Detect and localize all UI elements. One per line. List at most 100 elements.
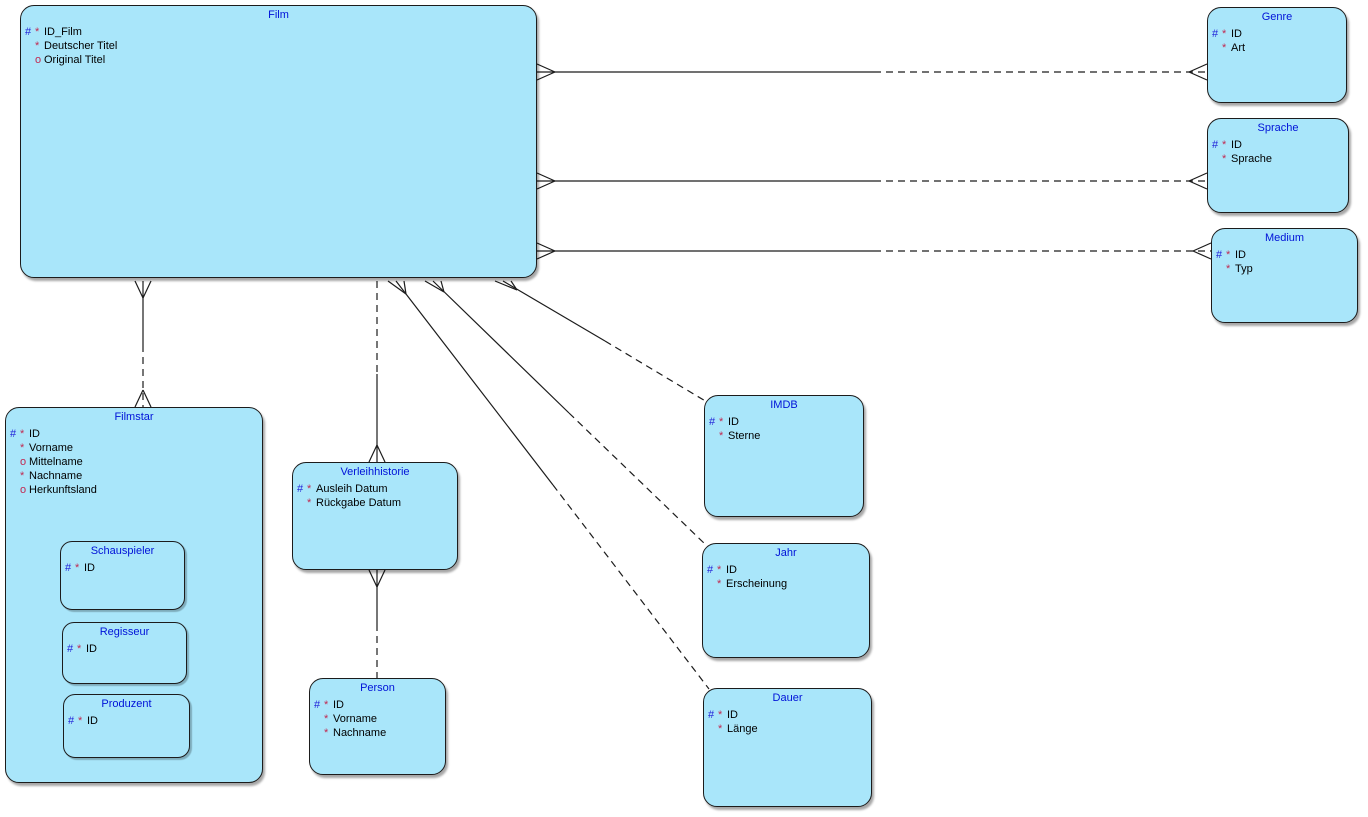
attribute-list: #*ID*Art xyxy=(1208,24,1346,55)
connector-film-sprache[interactable] xyxy=(536,172,1208,190)
attribute-row: * Erscheinung xyxy=(707,577,867,591)
connector-verleihhistorie-person[interactable] xyxy=(368,569,386,678)
attribute-row: #*ID xyxy=(67,642,184,656)
required-marker: * xyxy=(20,442,25,454)
crows-foot-prong xyxy=(368,569,378,588)
crows-foot-prong xyxy=(142,280,152,299)
entity-title: Jahr xyxy=(775,547,797,559)
entity-sprache[interactable]: Sprache#*ID*Sprache xyxy=(1207,118,1349,213)
crows-foot-prong xyxy=(1188,180,1208,190)
connector-film-dauer[interactable] xyxy=(387,280,710,690)
crows-foot-prong xyxy=(142,389,152,408)
pk-marker xyxy=(297,496,307,510)
attribute-row: *Sprache xyxy=(1212,152,1346,166)
crows-foot-prong xyxy=(134,280,144,299)
crows-foot-prong xyxy=(1192,242,1212,252)
entity-genre[interactable]: Genre#*ID*Art xyxy=(1207,7,1347,103)
attribute-row: *Länge xyxy=(708,722,869,736)
attribute-name: Nachname xyxy=(333,727,387,739)
attribute-list: #*ID xyxy=(64,711,189,728)
crows-foot-prong xyxy=(424,280,445,293)
attribute-row: *Typ xyxy=(1216,262,1355,276)
connector-film-genre[interactable] xyxy=(536,63,1208,81)
crows-foot-prong xyxy=(536,242,556,252)
crows-foot-prong xyxy=(403,280,407,295)
crows-foot-prong xyxy=(510,280,518,291)
attribute-row: * Nachname xyxy=(314,726,443,740)
attribute-list: #*ID*Sprache xyxy=(1208,135,1348,166)
attribute-row: #*ID xyxy=(314,698,443,712)
connector-film-filmstar[interactable] xyxy=(134,280,152,408)
attribute-name: Erscheinung xyxy=(726,578,788,590)
crows-foot-prong xyxy=(494,280,518,291)
required-marker: * xyxy=(324,727,329,739)
entity-title: Schauspieler xyxy=(90,545,155,557)
connector-film-imdb[interactable] xyxy=(494,280,708,403)
required-marker: * xyxy=(324,699,329,711)
pk-marker xyxy=(10,441,20,455)
entity-verleihhistorie[interactable]: Verleihhistorie#*Ausleih Datum*Rückgabe … xyxy=(292,462,458,570)
required-marker: * xyxy=(78,715,83,727)
attribute-row: #*ID xyxy=(10,427,260,441)
entity-regisseur[interactable]: Regisseur#*ID xyxy=(62,622,187,684)
pk-marker xyxy=(25,39,35,53)
attribute-list: #* Ausleih Datum*Rückgabe Datum xyxy=(293,479,457,510)
pk-marker xyxy=(1212,152,1222,166)
entity-person[interactable]: Person#*ID*Vorname*Nachname xyxy=(309,678,446,775)
entity-schauspieler[interactable]: Schauspieler#*ID xyxy=(60,541,185,610)
pk-marker: # xyxy=(708,709,715,721)
attribute-row: *Rückgabe Datum xyxy=(297,496,455,510)
attribute-name: ID xyxy=(726,564,737,576)
required-marker: * xyxy=(20,470,25,482)
attribute-name: Mittelname xyxy=(29,456,83,468)
required-marker: * xyxy=(307,497,312,509)
attribute-list: #*ID xyxy=(61,558,184,575)
entity-dauer[interactable]: Dauer#*ID*Länge xyxy=(703,688,872,807)
connector-film-jahr[interactable] xyxy=(424,280,707,546)
entity-medium[interactable]: Medium#*ID*Typ xyxy=(1211,228,1358,323)
pk-marker xyxy=(1212,41,1222,55)
pk-marker: # xyxy=(297,483,304,495)
pk-marker xyxy=(314,726,324,740)
pk-marker xyxy=(708,722,718,736)
attribute-name: Vorname xyxy=(29,442,74,454)
attribute-list: #* ID*Länge xyxy=(704,705,871,736)
entity-jahr[interactable]: Jahr #* ID* Erscheinung xyxy=(702,543,870,658)
required-marker: * xyxy=(719,430,724,442)
crows-foot-prong xyxy=(1188,63,1208,73)
entity-title: Medium xyxy=(1264,232,1305,244)
attribute-name: ID xyxy=(727,709,738,721)
connector-line-solid xyxy=(432,280,570,414)
attribute-name: Ausleih Datum xyxy=(316,483,388,495)
connector-line-dashed xyxy=(568,412,707,546)
attribute-name: Vorname xyxy=(333,713,378,725)
attribute-list: #*ID xyxy=(63,639,186,656)
crows-foot-prong xyxy=(1192,250,1212,260)
connector-line-solid xyxy=(395,280,554,486)
required-marker: * xyxy=(717,578,722,590)
attribute-row: #* ID xyxy=(708,708,869,722)
crows-foot-prong xyxy=(440,280,445,293)
connector-line-solid xyxy=(502,280,606,342)
crows-foot-prong xyxy=(387,280,407,295)
pk-marker xyxy=(25,53,35,67)
attribute-row: #*ID xyxy=(68,714,187,728)
crows-foot-prong xyxy=(368,444,378,463)
required-marker: * xyxy=(1226,263,1231,275)
pk-marker: # xyxy=(707,564,714,576)
connector-film-verleihhistorie[interactable] xyxy=(368,281,386,463)
attribute-row: *Art xyxy=(1212,41,1344,55)
attribute-name: ID xyxy=(1231,139,1242,151)
entity-title: Film xyxy=(268,9,289,21)
pk-marker: # xyxy=(25,26,32,38)
entity-imdb[interactable]: IMDB#*ID*Sterne xyxy=(704,395,864,517)
connector-film-medium[interactable] xyxy=(536,242,1212,260)
optional-marker: o xyxy=(20,484,27,496)
entity-produzent[interactable]: Produzent#*ID xyxy=(63,694,190,758)
required-marker: * xyxy=(718,709,723,721)
attribute-list: #*ID*Vorname*Nachname xyxy=(310,695,445,740)
crows-foot-prong xyxy=(536,71,556,81)
